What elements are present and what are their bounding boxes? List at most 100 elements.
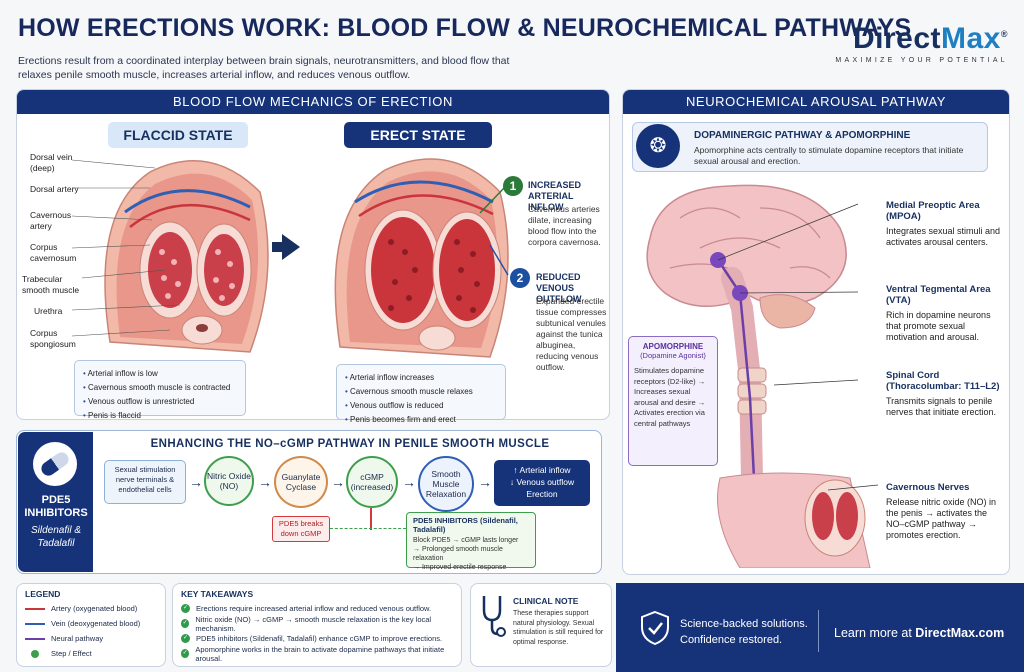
anatomy-leader-lines bbox=[71, 159, 180, 337]
flaccid-summary-box: Arterial inflow is low Cavernous smooth … bbox=[74, 360, 246, 420]
flaccid-point: Penis is flaccid bbox=[83, 409, 237, 423]
legend-step: Step / Effect bbox=[25, 646, 157, 661]
erect-point: Penis becomes firm and erect bbox=[345, 413, 497, 427]
pde5-side-drugs: Sildenafil & Tadalafil bbox=[30, 525, 82, 549]
takeaways-title: KEY TAKEAWAYS bbox=[181, 589, 254, 599]
region-cavernous-title: Cavernous Nerves bbox=[886, 482, 970, 493]
legend-box: LEGEND Artery (oxygenated blood) Vein (d… bbox=[16, 583, 166, 667]
region-mpoa: Medial Preoptic Area (MPOA) Integrates s… bbox=[886, 200, 1006, 248]
apomorphine-box: APOMORPHINE (Dopamine Agonist) Stimulate… bbox=[628, 336, 718, 466]
takeaway-item: ✓Erections require increased arterial in… bbox=[181, 601, 453, 616]
footer-line-2: Confidence restored. bbox=[680, 634, 783, 646]
erect-summary-box: Arterial inflow increases Cavernous smoo… bbox=[336, 364, 506, 424]
flaccid-point: Arterial inflow is low bbox=[83, 367, 237, 381]
legend-label: Step / Effect bbox=[51, 649, 92, 658]
result-arterial: ↑ Arterial inflow bbox=[513, 465, 571, 475]
label-corpus-spongiosum: Corpus spongiosum bbox=[30, 328, 76, 349]
region-cavernous-text: Release nitric oxide (NO) in the penis →… bbox=[886, 497, 997, 540]
inhibitor-line: → Improved erectile response bbox=[413, 564, 507, 571]
pill-icon bbox=[33, 442, 77, 486]
step-1-title: INCREASED ARTERIAL INFLOW bbox=[528, 180, 582, 212]
step-1-text: Cavernous arteries dilate, increasing bl… bbox=[528, 204, 601, 247]
region-mpoa-text: Integrates sexual stimuli and activates … bbox=[886, 226, 1001, 247]
footer-cta-text: Learn more at bbox=[834, 626, 916, 640]
flaccid-point: Cavernous smooth muscle is contracted bbox=[83, 381, 237, 395]
region-spinal-text: Transmits signals to penile nerves that … bbox=[886, 396, 997, 417]
flow-arrow: → bbox=[189, 474, 203, 490]
erect-state-label: ERECT STATE bbox=[344, 122, 492, 148]
region-pointer-lines bbox=[718, 203, 879, 491]
brand-reg: ® bbox=[1000, 29, 1008, 39]
legend-artery: Artery (oxygenated blood) bbox=[25, 601, 157, 616]
step-2-text: Expanded erectile tissue compresses subt… bbox=[536, 296, 607, 372]
brand-tagline: MAXIMIZE YOUR POTENTIAL bbox=[835, 57, 1008, 64]
erect-point: Cavernous smooth muscle relaxes bbox=[345, 385, 497, 399]
result-erection: Erection bbox=[526, 489, 558, 499]
inhibitor-line: Block PDE5 → cGMP lasts longer bbox=[413, 537, 519, 544]
legend-swatch bbox=[25, 622, 45, 625]
result-venous: ↓ Venous outflow bbox=[509, 477, 575, 487]
flaccid-cross-section-illustration bbox=[104, 160, 269, 353]
flow-arrow: → bbox=[478, 474, 492, 490]
dopa-title: DOPAMINERGIC PATHWAY & APOMORPHINE bbox=[694, 130, 911, 141]
inhibit-line bbox=[370, 508, 372, 530]
page-title: HOW ERECTIONS WORK: BLOOD FLOW & NEUROCH… bbox=[18, 14, 912, 42]
pill-shape bbox=[38, 449, 72, 479]
inhibitor-line: → Prolonged smooth muscle relaxation bbox=[413, 546, 503, 562]
pde5-inhibitor-box: PDE5 INHIBITORS (Sildenafil, Tadalafil) … bbox=[406, 512, 536, 571]
flow-arrow: → bbox=[402, 474, 416, 490]
legend-vein: Vein (deoxygenated blood) bbox=[25, 616, 157, 631]
label-dorsal-artery: Dorsal artery bbox=[30, 184, 79, 194]
clinical-text: These therapies support natural physiolo… bbox=[513, 610, 604, 646]
brain-icon: ❂ bbox=[636, 124, 680, 168]
dopa-card bbox=[632, 122, 988, 172]
inhibitor-title: PDE5 INHIBITORS (Sildenafil, Tadalafil) bbox=[413, 516, 518, 534]
check-icon: ✓ bbox=[181, 634, 190, 643]
region-cavernous-nerves: Cavernous Nerves Release nitric oxide (N… bbox=[886, 482, 1006, 541]
state-transition-arrow-shaft bbox=[272, 242, 284, 252]
shield-check-icon bbox=[641, 610, 669, 646]
apomorphine-text: Stimulates dopamine receptors (D2-like) … bbox=[634, 366, 706, 428]
region-mpoa-title: Medial Preoptic Area (MPOA) bbox=[886, 200, 980, 222]
flow-arrow: → bbox=[331, 474, 345, 490]
step-2-title: REDUCED VENOUS OUTFLOW bbox=[536, 272, 582, 304]
legend-swatch bbox=[25, 637, 45, 640]
erect-point: Venous outflow is reduced bbox=[345, 399, 497, 413]
page-subtitle: Erections result from a coordinated inte… bbox=[18, 55, 510, 81]
flow-arrow: → bbox=[258, 474, 272, 490]
region-vta-title: Ventral Tegmental Area (VTA) bbox=[886, 284, 991, 306]
flaccid-state-label: FLACCID STATE bbox=[108, 122, 248, 148]
node-guanylate-cyclase: Guanylate Cyclase bbox=[274, 456, 328, 508]
takeaway-item: ✓Nitric oxide (NO) → cGMP → smooth muscl… bbox=[181, 615, 453, 633]
takeaway-item: ✓Apomorphine works in the brain to activ… bbox=[181, 645, 453, 663]
region-spinal-title: Spinal Cord (Thoracolumbar: T11–L2) bbox=[886, 370, 1000, 392]
footer-cta-link[interactable]: Learn more at DirectMax.com bbox=[834, 626, 1004, 640]
blood-flow-heading: BLOOD FLOW MECHANICS OF ERECTION bbox=[17, 90, 609, 114]
pathway-start-box: Sexual stimulation nerve terminals & end… bbox=[104, 460, 186, 504]
node-smooth-muscle-relaxation: Smooth Muscle Relaxation bbox=[418, 456, 474, 512]
brand-name-a: Direct bbox=[852, 22, 941, 55]
takeaway-text: PDE5 inhibitors (Sildenafil, Tadalafil) … bbox=[196, 634, 443, 643]
brand-logo[interactable]: DirectMax® MAXIMIZE YOUR POTENTIAL bbox=[835, 22, 1008, 64]
check-icon: ✓ bbox=[181, 649, 190, 658]
label-corpus-cavernosum: Corpus cavernosum bbox=[30, 242, 77, 263]
footer-divider bbox=[818, 610, 819, 652]
label-urethra: Urethra bbox=[34, 306, 63, 316]
region-vta-text: Rich in dopamine neurons that promote se… bbox=[886, 310, 991, 342]
brain-spine-illustration bbox=[646, 184, 871, 568]
pathway-result-box: ↑ Arterial inflow ↓ Venous outflow Erect… bbox=[494, 460, 590, 506]
erect-cross-section-illustration bbox=[334, 158, 509, 358]
key-takeaways-box: KEY TAKEAWAYS ✓Erections require increas… bbox=[172, 583, 462, 667]
legend-label: Artery (oxygenated blood) bbox=[51, 604, 138, 613]
region-vta: Ventral Tegmental Area (VTA) Rich in dop… bbox=[886, 284, 1006, 343]
pathway-heading: ENHANCING THE NO–cGMP PATHWAY IN PENILE … bbox=[150, 438, 550, 450]
footer-cta-domain: DirectMax.com bbox=[915, 626, 1005, 640]
takeaway-text: Erections require increased arterial inf… bbox=[196, 604, 432, 613]
legend-neural: Neural pathway bbox=[25, 631, 157, 646]
pde5-side-title: PDE5 INHIBITORS bbox=[24, 494, 88, 519]
flaccid-point: Venous outflow is unrestricted bbox=[83, 395, 237, 409]
footer-banner bbox=[616, 583, 1024, 672]
legend-label: Neural pathway bbox=[51, 634, 104, 643]
step-1-badge: 1 bbox=[503, 176, 523, 196]
legend-title: LEGEND bbox=[25, 589, 61, 599]
